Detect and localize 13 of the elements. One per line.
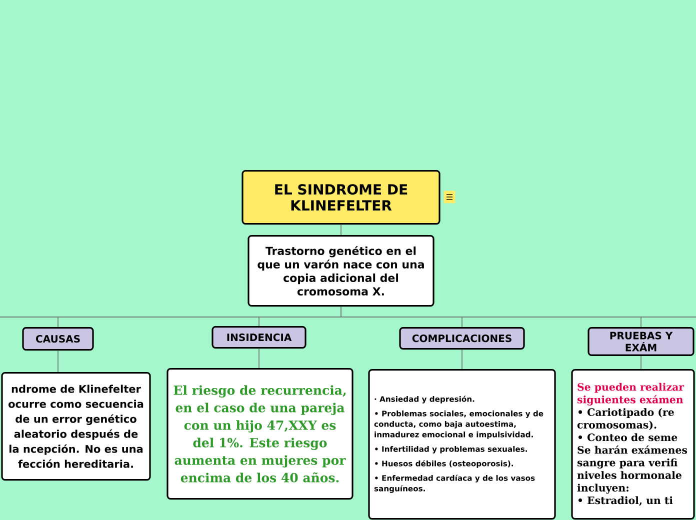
description-box: Trastorno genético en el que un varón nace con una copia adicional del cromosoma X. [248, 235, 434, 307]
text-box: ndrome de Klinefelter ocurre como secuencia de un error genético aleatorio después de la ncepción. No es una fección hereditaria. [1, 372, 151, 481]
category-box: CAUSAS [22, 327, 94, 351]
title-box: EL SINDROME DE KLINEFELTER [242, 170, 440, 225]
text-box: Se pueden realizar siguientes exámen • Cariotipado (re cromosomas). • Conteo de seme Se harán exámenes sangre para verifi niveles hormonale incluyen: • Estradiol, un ti [571, 369, 695, 520]
connector-line [340, 306, 642, 328]
category-box: INSIDENCIA [212, 326, 306, 349]
category-box: COMPLICACIONES [399, 327, 525, 350]
connector-line [258, 348, 260, 368]
category-box: PRUEBAS Y EXÁM [588, 327, 694, 356]
text-box: El riesgo de recurrencia, en el caso de una pareja con un hijo 47,XXY es del 1%. Este riesgo aumenta en mujeres por encima de los 40 años. [166, 368, 354, 500]
connector-line [340, 224, 342, 236]
connector-line [640, 356, 642, 370]
